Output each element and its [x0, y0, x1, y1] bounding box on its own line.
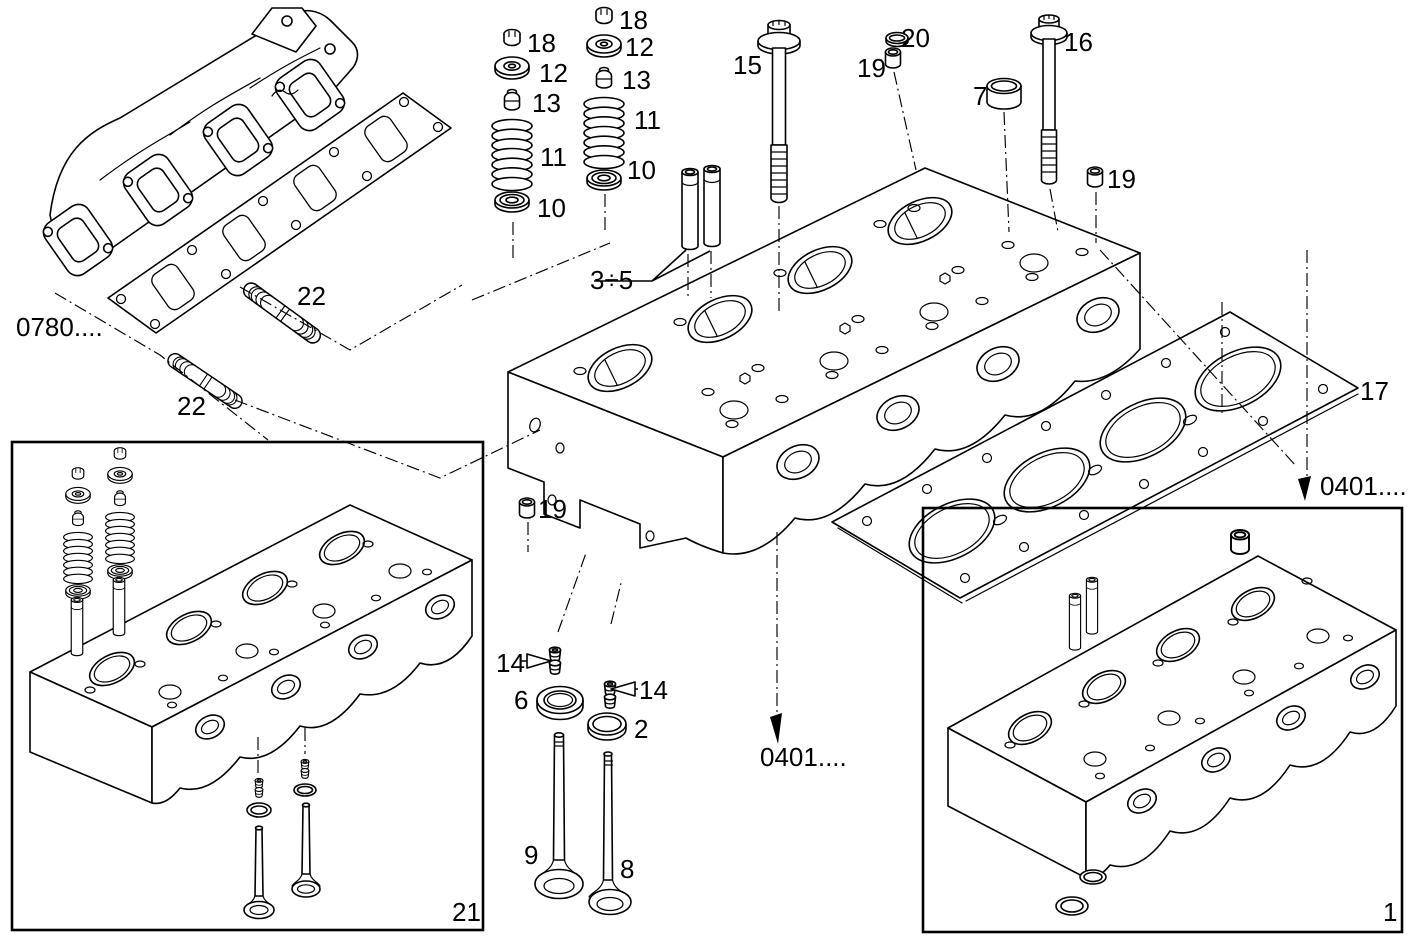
callout-12-left: 12: [539, 58, 568, 88]
valve-guide: [112, 576, 126, 637]
head-bolt-15: [757, 19, 801, 204]
cylinder-head-gasket: [831, 311, 1359, 604]
valve-guides: [681, 164, 721, 251]
callout-14-right: 14: [639, 675, 668, 705]
valve-collets: [254, 777, 264, 798]
seat-ring: [1079, 869, 1107, 885]
valve-collets-right: [603, 680, 617, 710]
callout-ref-0401-right: 0401....: [1320, 471, 1407, 501]
valve: [243, 825, 275, 920]
callout-9: 9: [524, 840, 538, 870]
callout-13-right: 13: [622, 65, 651, 95]
seat-ring: [293, 783, 317, 797]
valve-rotator-6: [536, 685, 584, 721]
callout-19-left: 19: [538, 494, 567, 524]
callout-22-upper: 22: [297, 281, 326, 311]
callout-12-right: 12: [625, 32, 654, 62]
manifold-gasket: [107, 92, 452, 334]
callout-11-left: 11: [540, 142, 567, 172]
callout-15: 15: [733, 50, 762, 80]
callout-ref-0401-bottom: 0401....: [760, 742, 847, 772]
callout-8: 8: [620, 854, 634, 884]
callout-10-right: 10: [627, 155, 656, 185]
callout-22-lower: 22: [177, 391, 206, 421]
valve-guide: [1085, 576, 1099, 635]
callout-7: 7: [973, 81, 987, 111]
assembled-cylinder-head: [29, 504, 473, 805]
valve-gear-stack-right: [583, 6, 625, 191]
manifold-port-flange: [42, 58, 346, 277]
plug-19-right: [1086, 166, 1104, 188]
callout-19-right: 19: [1107, 164, 1136, 194]
assembled-head-box: [10, 440, 485, 932]
intake-valve-9: [534, 731, 584, 900]
plug-19-left: [518, 497, 536, 519]
valve-gear-stack-left: [491, 28, 533, 213]
callout-20: 20: [901, 23, 930, 53]
valve-gear-stack: [63, 467, 93, 600]
cylinder-head-main: [507, 167, 1141, 555]
arrow-down-icon: [1298, 476, 1311, 501]
callout-18-left: 18: [527, 28, 556, 58]
callout-21: 21: [452, 897, 481, 927]
valve-gear-stack: [105, 447, 135, 580]
callout-18-right: 18: [619, 5, 648, 35]
exhaust-valve-8: [588, 751, 632, 916]
valve-collets: [300, 758, 310, 779]
callout-19-top: 19: [857, 53, 886, 83]
seat-ring: [246, 802, 272, 818]
cup-plug-7: [986, 77, 1022, 110]
callout-16: 16: [1064, 27, 1093, 57]
callout-14-left: 14: [496, 648, 525, 678]
callout-11-right: 11: [634, 105, 661, 135]
seat-ring: [1055, 896, 1089, 916]
plug: [1230, 529, 1250, 555]
head-bolt-16: [1030, 14, 1068, 185]
callout-10-left: 10: [537, 193, 566, 223]
arrow-down-icon: [770, 713, 782, 744]
leader-lines: [54, 71, 1311, 773]
callout-2: 2: [634, 714, 648, 744]
plug-19-top: [884, 47, 902, 69]
bare-cylinder-head: [947, 555, 1397, 880]
callout-1: 1: [1383, 897, 1397, 927]
callout-ref-0780: 0780....: [16, 312, 103, 342]
callout-17: 17: [1360, 376, 1389, 406]
bare-head-box: [921, 506, 1404, 934]
valve-guide: [1068, 592, 1082, 651]
valve: [291, 802, 321, 898]
valve-seat-ring-2: [587, 712, 627, 741]
callout-13-left: 13: [532, 88, 561, 118]
callout-3-5: 3÷5: [590, 265, 633, 295]
callout-6: 6: [514, 685, 528, 715]
sealing-ring-20: [885, 31, 909, 48]
exhaust-manifold: [42, 7, 359, 277]
callout-labels: 0780.... 22 22 18 12 13 11 10 18 12 13 1…: [16, 5, 1407, 927]
valve-guide: [70, 596, 84, 657]
